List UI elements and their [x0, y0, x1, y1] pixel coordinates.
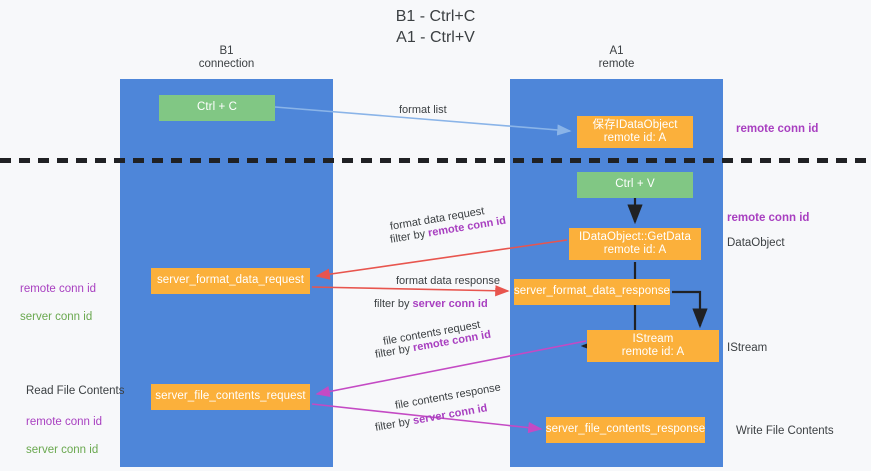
note-left-conn-ids: remote conn id server conn id	[20, 268, 96, 338]
node-ctrl-c[interactable]: Ctrl + C	[159, 95, 275, 121]
note-remote-conn-id-mid: remote conn id	[727, 212, 810, 224]
edge-file-contents-request	[315, 340, 587, 398]
section-divider	[0, 158, 871, 163]
node-ctrl-v[interactable]: Ctrl + V	[577, 172, 693, 198]
node-server-format-data-response[interactable]: server_format_data_response	[514, 279, 670, 305]
edge-format-data-response	[311, 285, 510, 297]
note-left-server-conn-id: server conn id	[20, 311, 93, 323]
node-idataobject-getdata[interactable]: IDataObject::GetData remote id: A	[569, 228, 701, 260]
node-istream[interactable]: IStream remote id: A	[587, 330, 719, 362]
note-remote-conn-id-top: remote conn id	[736, 123, 819, 135]
swimlane-heading-b1: B1 connection	[198, 45, 255, 70]
edge-label-format-data-response: format data response	[396, 275, 500, 287]
node-server-format-data-request[interactable]: server_format_data_request	[151, 268, 310, 294]
node-server-file-contents-request[interactable]: server_file_contents_request	[151, 384, 310, 410]
note-left-bottom-server-conn-id: server conn id	[26, 444, 99, 456]
node-idataobject[interactable]: 保存IDataObject remote id: A	[577, 116, 693, 148]
filter-key-server-conn-id: server conn id	[412, 298, 488, 310]
note-left-bottom-remote-conn-id: remote conn id	[26, 416, 103, 428]
node-server-file-contents-response[interactable]: server_file_contents_response	[546, 417, 705, 443]
note-left-remote-conn-id: remote conn id	[20, 283, 97, 295]
swimlane-heading-a1: A1 remote	[598, 45, 635, 70]
edge-label-format-list: format list	[399, 104, 447, 116]
note-istream: IStream	[727, 342, 768, 354]
note-left-bottom-conn-ids: remote conn id server conn id	[26, 401, 102, 471]
filter-prefix: filter by	[374, 298, 413, 310]
edge-format-list	[274, 106, 572, 136]
edge-file-contents-response	[311, 403, 543, 434]
page-title: B1 - Ctrl+C A1 - Ctrl+V	[395, 8, 476, 46]
note-read-file-contents: Read File Contents	[26, 385, 125, 397]
edge-response-to-istream	[672, 290, 708, 329]
edge-format-data-request	[315, 239, 568, 280]
note-data-object: DataObject	[727, 237, 785, 249]
edge-label-format-data-response-filter: filter by server conn id	[374, 297, 488, 311]
note-write-file-contents: Write File Contents	[736, 425, 834, 437]
